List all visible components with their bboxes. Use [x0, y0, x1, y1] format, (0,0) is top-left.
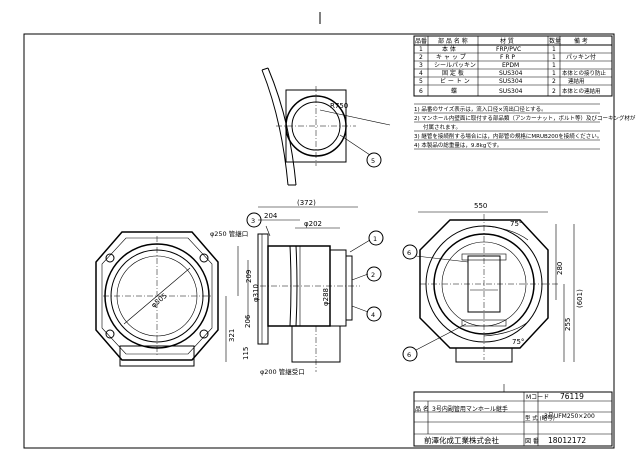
- table-cell-material: EPDM: [502, 62, 519, 69]
- right-view-front: 550 75° 75° 280 255 (601) 6 6: [402, 202, 584, 363]
- table-cell-name: 本 体: [442, 45, 456, 53]
- dim-310: φ310: [252, 284, 260, 302]
- dim-255: 255: [564, 318, 572, 331]
- dim-321: 321: [228, 329, 236, 342]
- balloon-2-label: 2: [371, 271, 375, 279]
- balloon-6-bottom: [402, 346, 418, 362]
- note-4: 4) 本製品の総重量は，9.8kgです。: [414, 141, 502, 149]
- table-header-no: 品番: [415, 38, 427, 45]
- table-cell-no: 1: [419, 46, 423, 53]
- drawing-no-label: 図 番: [525, 438, 539, 445]
- balloon-3-label: 3: [251, 217, 255, 225]
- title-block: Mコード 76119 品 名 3号内副管用マンホール継手 型 式 (略号) 3号…: [413, 384, 613, 447]
- product-name-value: 3号内副管用マンホール継手: [432, 405, 508, 413]
- balloon-1: [368, 230, 384, 246]
- table-cell-name: キ ャ ッ プ: [436, 54, 466, 61]
- mcode-label: Mコード: [526, 394, 549, 401]
- model-label: 型 式 (略号): [525, 414, 555, 422]
- table-cell-material: SUS304: [499, 78, 523, 85]
- product-name-label: 品 名: [415, 405, 429, 413]
- balloon-6-top: [402, 244, 418, 260]
- dim-204: 204: [264, 212, 278, 220]
- dim-250-port: φ250 管継口: [210, 229, 248, 238]
- table-header-name: 部 品 名 称: [438, 37, 468, 45]
- dim-75-a: 75°: [510, 220, 522, 228]
- company-name: 前澤化成工業株式会社: [424, 435, 499, 445]
- note-2-cont: 付属されます。: [423, 123, 461, 131]
- parts-table: 品番 部 品 名 称 材 質 数量 備 考 1 本 体 FRP/PVC 1 2 …: [413, 35, 613, 97]
- table-cell-name: 蝶: [451, 87, 457, 95]
- table-cell-material: SUS304: [499, 88, 523, 95]
- dim-372: (372): [297, 199, 316, 207]
- table-cell-qty: 2: [552, 78, 556, 85]
- detail-view-wall: R750 5: [261, 67, 391, 186]
- table-cell-material: F R P: [500, 54, 515, 61]
- model-value: 3号UFM250×200: [544, 413, 595, 420]
- table-cell-note: 本体との連結用: [562, 87, 600, 95]
- table-cell-no: 2: [419, 54, 423, 61]
- table-header-note: 備 考: [574, 37, 588, 45]
- dim-209: 209: [245, 270, 253, 283]
- dim-115: 115: [242, 347, 250, 360]
- balloon-3: [246, 212, 262, 228]
- notes-block: 1) 品番のサイズ表示は，流入口径×流出口径とする。 2) マンホール内壁面に取…: [414, 103, 636, 150]
- dim-206: 206: [244, 314, 252, 328]
- table-cell-qty: 1: [552, 54, 556, 61]
- dim-r750: R750: [330, 102, 348, 110]
- dim-288: φ288: [322, 288, 330, 306]
- balloon-4: [366, 306, 382, 322]
- table-cell-qty: 2: [552, 88, 556, 95]
- table-cell-note: 連結用: [568, 77, 585, 85]
- dim-601: (601): [576, 289, 584, 308]
- table-cell-name: シールパッキン: [434, 62, 476, 69]
- drawing-no-value: 18012172: [548, 436, 586, 445]
- table-header-material: 材 質: [500, 37, 514, 45]
- dim-280: 280: [556, 262, 564, 275]
- balloon-4-label: 4: [371, 311, 375, 319]
- center-view-side: (372) 204 φ202 φ250 管継口 209 φ310 206 321…: [210, 199, 384, 376]
- table-cell-note: 本体との接り防止: [562, 69, 606, 77]
- balloon-5: [366, 152, 382, 168]
- table-cell-no: 5: [419, 78, 423, 85]
- table-cell-material: SUS304: [499, 70, 523, 77]
- balloon-1-label: 1: [373, 235, 377, 243]
- table-cell-no: 3: [419, 62, 423, 69]
- dim-d505: φ505: [150, 292, 169, 310]
- table-cell-name: 固 定 板: [442, 69, 464, 77]
- dim-550: 550: [474, 202, 487, 210]
- table-cell-qty: 1: [552, 70, 556, 77]
- table-header-qty: 数量: [549, 37, 561, 45]
- left-view-flange: φ505: [95, 231, 219, 367]
- balloon-5-label: 5: [371, 157, 375, 165]
- table-cell-material: FRP/PVC: [496, 46, 521, 53]
- table-cell-no: 4: [419, 70, 423, 77]
- table-cell-no: 6: [419, 88, 423, 95]
- balloon-2: [366, 266, 382, 282]
- table-cell-note: パッキン付: [566, 53, 596, 61]
- dim-202: φ202: [304, 220, 322, 228]
- table-cell-qty: 1: [552, 62, 556, 69]
- balloon-6-bottom-label: 6: [407, 351, 411, 359]
- balloon-6-top-label: 6: [407, 249, 411, 257]
- dim-200-port: φ200 管継受口: [260, 367, 305, 376]
- note-1: 1) 品番のサイズ表示は，流入口径×流出口径とする。: [414, 105, 547, 113]
- note-3: 3) 継管を接続削する場合には，内部管の規格にMRUB200を接続ください。: [414, 132, 602, 140]
- dim-75-b: 75°: [512, 338, 524, 346]
- table-cell-qty: 1: [552, 46, 556, 53]
- sheet-border: [23, 33, 615, 449]
- table-cell-name: ビ ー ト ン: [440, 77, 470, 85]
- note-2: 2) マンホール内壁面に取付する部品類（アンカーナット，ボルト等）及びコーキング…: [414, 114, 636, 122]
- mcode-value: 76119: [560, 392, 584, 401]
